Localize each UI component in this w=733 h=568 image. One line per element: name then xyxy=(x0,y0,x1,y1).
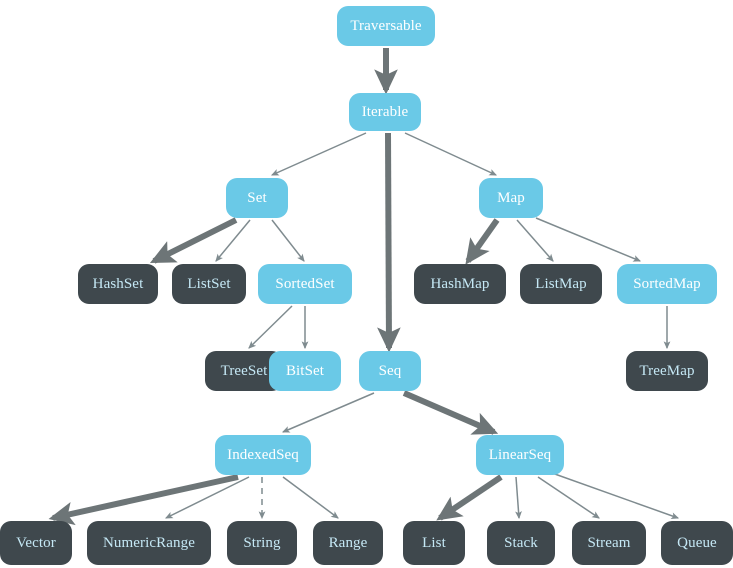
edge-linearseq-to-stream xyxy=(537,476,600,519)
edge-indexedseq-to-range xyxy=(282,476,339,519)
node-stream[interactable]: Stream xyxy=(572,521,646,565)
node-label-traversable: Traversable xyxy=(350,17,422,34)
node-queue[interactable]: Queue xyxy=(661,521,733,565)
edge-seq-to-indexedseq xyxy=(281,392,375,433)
node-indexedseq[interactable]: IndexedSeq xyxy=(215,435,311,475)
node-range[interactable]: Range xyxy=(313,521,383,565)
node-label-numericrange: NumericRange xyxy=(103,534,195,551)
edge-iterable-to-map xyxy=(404,132,497,176)
node-stack[interactable]: Stack xyxy=(487,521,555,565)
edge-iterable-to-seq xyxy=(377,132,401,353)
node-list[interactable]: List xyxy=(403,521,465,565)
edge-set-to-sortedset xyxy=(271,219,305,262)
node-sortedset[interactable]: SortedSet xyxy=(258,264,352,304)
node-label-seq: Seq xyxy=(378,362,402,379)
node-label-indexedseq: IndexedSeq xyxy=(227,446,299,463)
node-label-linearseq: LinearSeq xyxy=(488,446,552,463)
node-iterable[interactable]: Iterable xyxy=(349,93,421,131)
node-label-vector: Vector xyxy=(16,534,56,551)
node-traversable[interactable]: Traversable xyxy=(337,6,435,46)
node-map[interactable]: Map xyxy=(479,178,543,218)
edge-set-to-listset xyxy=(215,219,251,262)
node-treemap[interactable]: TreeMap xyxy=(626,351,708,391)
node-sortedmap[interactable]: SortedMap xyxy=(617,264,717,304)
node-numericrange[interactable]: NumericRange xyxy=(87,521,211,565)
node-hashset[interactable]: HashSet xyxy=(78,264,158,304)
node-label-sortedset: SortedSet xyxy=(275,275,335,292)
node-string[interactable]: String xyxy=(227,521,297,565)
edge-iterable-to-set xyxy=(271,132,367,176)
node-vector[interactable]: Vector xyxy=(0,521,72,565)
node-label-map: Map xyxy=(497,189,525,206)
edge-sortedset-to-treeset xyxy=(248,305,293,349)
edge-seq-to-linearseq xyxy=(402,390,499,435)
node-set[interactable]: Set xyxy=(226,178,288,218)
node-label-iterable: Iterable xyxy=(361,103,409,120)
edge-map-to-hashmap xyxy=(465,218,500,265)
node-bitset[interactable]: BitSet xyxy=(269,351,341,391)
node-label-listmap: ListMap xyxy=(535,275,587,292)
node-label-listset: ListSet xyxy=(187,275,231,292)
edge-set-to-hashset xyxy=(149,217,238,264)
node-label-string: String xyxy=(243,534,281,551)
edge-linearseq-to-list xyxy=(436,474,503,521)
edge-indexedseq-to-vector xyxy=(48,474,239,526)
node-hashmap[interactable]: HashMap xyxy=(414,264,506,304)
edge-linearseq-to-stack xyxy=(515,476,522,520)
node-label-list: List xyxy=(422,534,446,551)
node-seq[interactable]: Seq xyxy=(359,351,421,391)
edge-linearseq-to-queue xyxy=(551,472,680,519)
node-label-bitset: BitSet xyxy=(285,362,325,379)
node-listmap[interactable]: ListMap xyxy=(520,264,602,304)
node-label-stream: Stream xyxy=(587,534,631,551)
node-label-set: Set xyxy=(247,189,267,206)
node-listset[interactable]: ListSet xyxy=(172,264,246,304)
node-label-treeset: TreeSet xyxy=(220,362,268,379)
edge-map-to-listmap xyxy=(516,219,554,262)
node-linearseq[interactable]: LinearSeq xyxy=(476,435,564,475)
node-label-range: Range xyxy=(328,534,368,551)
edge-map-to-sortedmap xyxy=(535,217,642,262)
node-label-stack: Stack xyxy=(504,534,538,551)
node-label-sortedmap: SortedMap xyxy=(633,275,701,292)
node-label-treemap: TreeMap xyxy=(639,362,695,379)
edge-indexedseq-to-numericrange xyxy=(165,476,250,519)
node-label-hashmap: HashMap xyxy=(430,275,490,292)
node-label-queue: Queue xyxy=(677,534,717,551)
node-label-hashset: HashSet xyxy=(92,275,144,292)
